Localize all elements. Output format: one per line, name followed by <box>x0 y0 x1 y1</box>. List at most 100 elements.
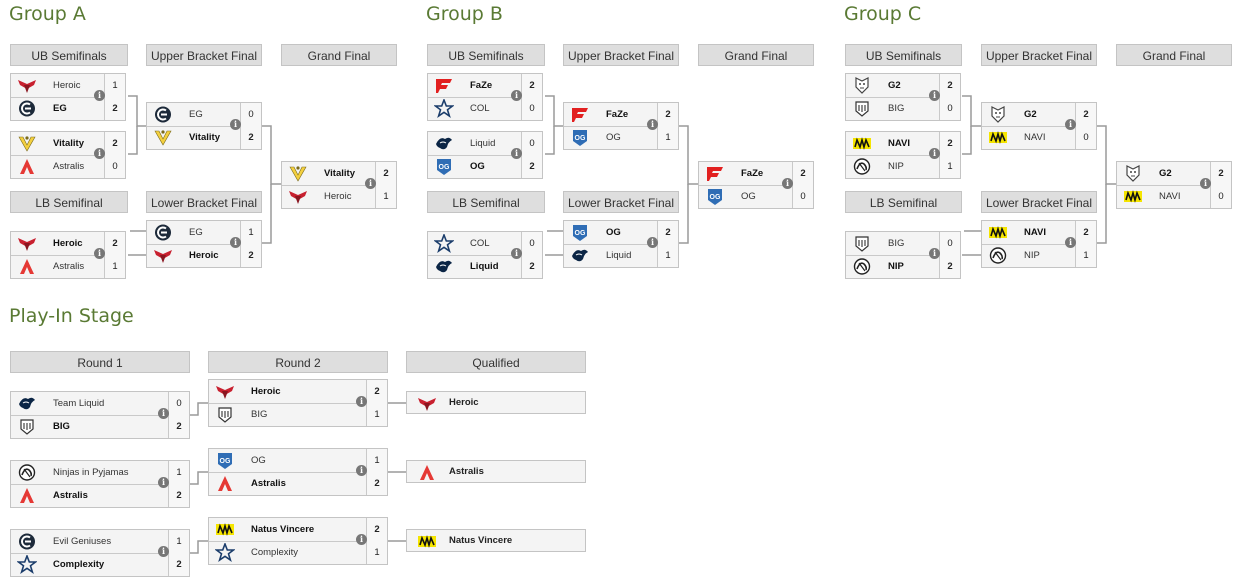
team-row[interactable]: BIG 2 <box>11 415 189 438</box>
match-card[interactable]: Heroic 1 EG 2 <box>10 73 126 121</box>
team-row[interactable]: EG 2 <box>11 97 125 120</box>
match-card[interactable]: Heroic 2 Astralis 1 <box>10 231 126 279</box>
match-info-icon[interactable]: i <box>511 90 522 101</box>
team-row[interactable]: G2 2 <box>982 103 1096 127</box>
team-row[interactable]: NIP 2 <box>846 255 960 278</box>
team-row[interactable]: Ninjas in Pyjamas 1 <box>11 461 189 485</box>
match-info-icon[interactable]: i <box>929 148 940 159</box>
match-info-icon[interactable]: i <box>1200 178 1211 189</box>
header-qualified: Qualified <box>406 351 586 373</box>
match-card[interactable]: OG OG 2 Liquid 1 <box>563 220 679 268</box>
team-row[interactable]: COL 0 <box>428 97 542 120</box>
team-row[interactable]: G2 2 <box>846 74 960 98</box>
team-row[interactable]: FaZe 2 <box>428 74 542 98</box>
team-row[interactable]: Astralis 1 <box>11 255 125 278</box>
team-row[interactable]: Heroic 1 <box>11 74 125 98</box>
team-name: COL <box>470 103 490 114</box>
team-row[interactable]: G2 2 <box>1117 162 1231 186</box>
team-row[interactable]: EG 0 <box>147 103 261 127</box>
match-card[interactable]: Team Liquid 0 BIG 2 <box>10 391 190 439</box>
match-card[interactable]: G2 2 NAVI 0 <box>1116 161 1232 209</box>
team-row[interactable]: COL 0 <box>428 232 542 256</box>
match-info-icon[interactable]: i <box>365 178 376 189</box>
match-info-icon[interactable]: i <box>647 237 658 248</box>
qualified-team[interactable]: Natus Vincere <box>406 529 586 552</box>
match-info-icon[interactable]: i <box>647 119 658 130</box>
team-name: Complexity <box>53 559 105 570</box>
match-info-icon[interactable]: i <box>929 90 940 101</box>
team-row[interactable]: NAVI 2 <box>982 221 1096 245</box>
team-row[interactable]: NIP 1 <box>846 155 960 178</box>
team-row[interactable]: Heroic 2 <box>209 380 387 404</box>
match-info-icon[interactable]: i <box>94 148 105 159</box>
team-row[interactable]: OG OG 2 <box>564 221 678 245</box>
team-row[interactable]: Astralis 0 <box>11 155 125 178</box>
team-row[interactable]: OG OG 2 <box>428 155 542 178</box>
team-row[interactable]: Astralis 2 <box>209 472 387 495</box>
match-card[interactable]: FaZe 2 OG OG 1 <box>563 102 679 150</box>
match-card[interactable]: Liquid 0 OG OG 2 <box>427 131 543 179</box>
team-row[interactable]: Vitality 2 <box>11 132 125 156</box>
team-row[interactable]: Evil Geniuses 1 <box>11 530 189 554</box>
match-info-icon[interactable]: i <box>511 148 522 159</box>
team-row[interactable]: BIG 1 <box>209 403 387 426</box>
match-card[interactable]: Ninjas in Pyjamas 1 Astralis 2 <box>10 460 190 508</box>
match-info-icon[interactable]: i <box>356 465 367 476</box>
team-row[interactable]: Heroic 1 <box>282 185 396 208</box>
match-card[interactable]: NAVI 2 NIP 1 <box>981 220 1097 268</box>
match-info-icon[interactable]: i <box>356 396 367 407</box>
match-card[interactable]: EG 0 Vitality 2 <box>146 102 262 150</box>
team-row[interactable]: Vitality 2 <box>147 126 261 149</box>
team-row[interactable]: OG OG 0 <box>699 185 813 208</box>
match-card[interactable]: G2 2 NAVI 0 <box>981 102 1097 150</box>
team-row[interactable]: Liquid 2 <box>428 255 542 278</box>
match-info-icon[interactable]: i <box>158 477 169 488</box>
match-info-icon[interactable]: i <box>782 178 793 189</box>
team-row[interactable]: BIG 0 <box>846 97 960 120</box>
match-card[interactable]: FaZe 2 COL 0 <box>427 73 543 121</box>
match-card[interactable]: OG OG 1 Astralis 2 <box>208 448 388 496</box>
match-card[interactable]: Vitality 2 Astralis 0 <box>10 131 126 179</box>
match-info-icon[interactable]: i <box>230 237 241 248</box>
team-row[interactable]: NAVI 2 <box>846 132 960 156</box>
team-row[interactable]: Team Liquid 0 <box>11 392 189 416</box>
team-row[interactable]: Heroic 2 <box>11 232 125 256</box>
team-row[interactable]: Liquid 1 <box>564 244 678 267</box>
match-card[interactable]: G2 2 BIG 0 <box>845 73 961 121</box>
match-info-icon[interactable]: i <box>1065 237 1076 248</box>
team-row[interactable]: BIG 0 <box>846 232 960 256</box>
match-card[interactable]: COL 0 Liquid 2 <box>427 231 543 279</box>
qualified-team[interactable]: Heroic <box>406 391 586 414</box>
match-info-icon[interactable]: i <box>511 248 522 259</box>
team-row[interactable]: FaZe 2 <box>699 162 813 186</box>
team-row[interactable]: Heroic 2 <box>147 244 261 267</box>
match-info-icon[interactable]: i <box>929 248 940 259</box>
team-row[interactable]: NAVI 0 <box>982 126 1096 149</box>
qualified-team[interactable]: Astralis <box>406 460 586 483</box>
match-info-icon[interactable]: i <box>158 546 169 557</box>
team-row[interactable]: Vitality 2 <box>282 162 396 186</box>
team-row[interactable]: OG OG 1 <box>564 126 678 149</box>
team-row[interactable]: NAVI 0 <box>1117 185 1231 208</box>
team-row[interactable]: Astralis 2 <box>11 484 189 507</box>
match-card[interactable]: Natus Vincere 2 Complexity 1 <box>208 517 388 565</box>
match-info-icon[interactable]: i <box>158 408 169 419</box>
match-info-icon[interactable]: i <box>94 90 105 101</box>
match-card[interactable]: Vitality 2 Heroic 1 <box>281 161 397 209</box>
team-row[interactable]: NIP 1 <box>982 244 1096 267</box>
match-info-icon[interactable]: i <box>94 248 105 259</box>
team-row[interactable]: Liquid 0 <box>428 132 542 156</box>
team-row[interactable]: Complexity 2 <box>11 553 189 576</box>
match-card[interactable]: EG 1 Heroic 2 <box>146 220 262 268</box>
team-row[interactable]: FaZe 2 <box>564 103 678 127</box>
team-row[interactable]: EG 1 <box>147 221 261 245</box>
team-row[interactable]: OG OG 1 <box>209 449 387 473</box>
match-card[interactable]: NAVI 2 NIP 1 <box>845 131 961 179</box>
match-info-icon[interactable]: i <box>356 534 367 545</box>
match-info-icon[interactable]: i <box>1065 119 1076 130</box>
match-card[interactable]: BIG 0 NIP 2 <box>845 231 961 279</box>
match-info-icon[interactable]: i <box>230 119 241 130</box>
match-card[interactable]: FaZe 2 OG OG 0 <box>698 161 814 209</box>
team-row[interactable]: Complexity 1 <box>209 541 387 564</box>
team-row[interactable]: Natus Vincere 2 <box>209 518 387 542</box>
